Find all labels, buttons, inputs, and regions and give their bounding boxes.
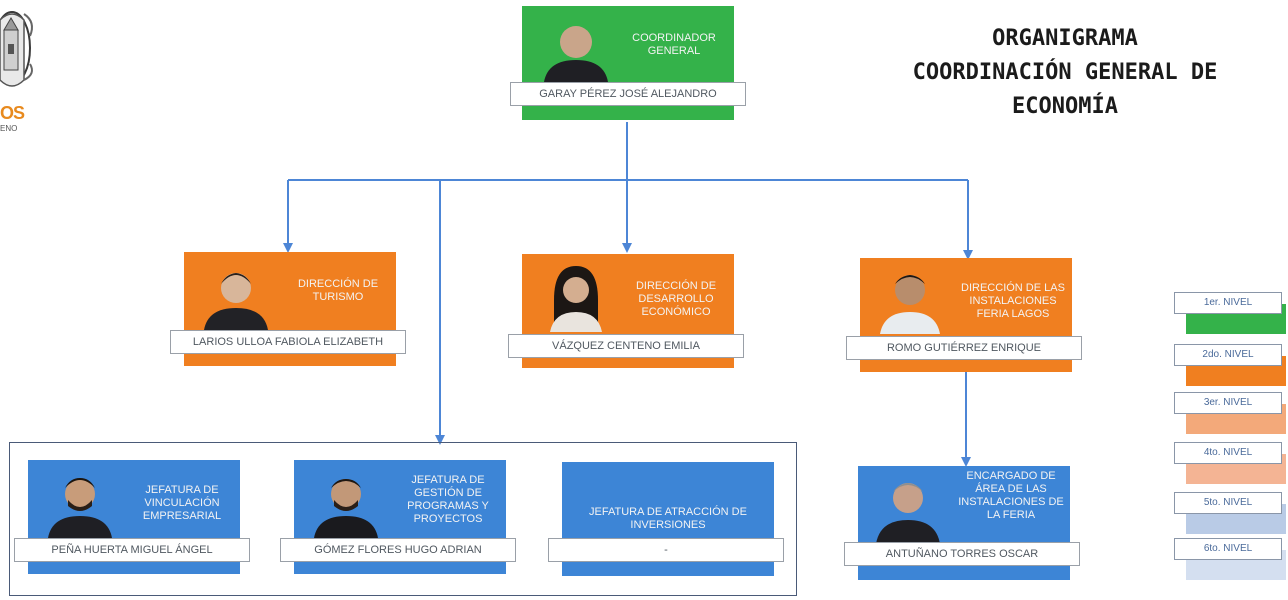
person-photo-icon bbox=[48, 478, 112, 538]
legend-item-level-6: 6to. NIVEL bbox=[1172, 538, 1286, 584]
node-name: GÓMEZ FLORES HUGO ADRIAN bbox=[280, 538, 516, 562]
node-jefatura-gestion[interactable]: JEFATURA DE GESTIÓN DE PROGRAMAS Y PROYE… bbox=[280, 460, 516, 574]
logo-text: OS bbox=[0, 103, 25, 123]
node-coordinador-general[interactable]: COORDINADOR GENERAL GARAY PÉREZ JOSÉ ALE… bbox=[510, 6, 746, 120]
legend-item-level-1: 1er. NIVEL bbox=[1172, 292, 1286, 338]
legend-label: 5to. NIVEL bbox=[1174, 492, 1282, 514]
node-role: COORDINADOR GENERAL bbox=[632, 32, 716, 57]
person-photo-icon bbox=[314, 479, 378, 538]
legend-item-level-4: 4to. NIVEL bbox=[1172, 442, 1286, 488]
node-name: - bbox=[548, 538, 784, 562]
node-role: ENCARGADO DE ÁREA DE LAS INSTALACIONES D… bbox=[958, 470, 1064, 521]
legend-label: 1er. NIVEL bbox=[1174, 292, 1282, 314]
person-photo-icon bbox=[876, 483, 940, 544]
node-direccion-turismo[interactable]: DIRECCIÓN DE TURISMO LARIOS ULLOA FABIOL… bbox=[170, 252, 406, 366]
node-direccion-instalaciones[interactable]: DIRECCIÓN DE LAS INSTALACIONES FERIA LAG… bbox=[846, 258, 1082, 372]
node-name: VÁZQUEZ CENTENO EMILIA bbox=[508, 334, 744, 358]
legend-item-level-5: 5to. NIVEL bbox=[1172, 492, 1286, 538]
person-photo-icon bbox=[544, 26, 608, 82]
node-name: ANTUÑANO TORRES OSCAR bbox=[844, 542, 1080, 566]
title-line-3: ECONOMÍA bbox=[1012, 94, 1118, 119]
node-name: GARAY PÉREZ JOSÉ ALEJANDRO bbox=[510, 82, 746, 106]
node-direccion-desarrollo-economico[interactable]: DIRECCIÓN DE DESARROLLO ECONÓMICO VÁZQUE… bbox=[508, 254, 744, 368]
node-role: JEFATURA DE ATRACCIÓN DE INVERSIONES bbox=[589, 506, 747, 531]
logo-subtext: ENO bbox=[0, 124, 18, 133]
node-encargado-area[interactable]: ENCARGADO DE ÁREA DE LAS INSTALACIONES D… bbox=[844, 466, 1080, 580]
node-role: DIRECCIÓN DE LAS INSTALACIONES FERIA LAG… bbox=[961, 282, 1065, 320]
legend-item-level-2: 2do. NIVEL bbox=[1172, 344, 1286, 390]
node-name: PEÑA HUERTA MIGUEL ÁNGEL bbox=[14, 538, 250, 562]
jefaturas-group-frame bbox=[9, 442, 797, 596]
node-role: DIRECCIÓN DE DESARROLLO ECONÓMICO bbox=[635, 280, 717, 318]
page-title: ORGANIGRAMA COORDINACIÓN GENERAL DE ECON… bbox=[850, 22, 1280, 124]
node-jefatura-atraccion[interactable]: JEFATURA DE ATRACCIÓN DE INVERSIONES - bbox=[548, 462, 784, 576]
legend-label: 3er. NIVEL bbox=[1174, 392, 1282, 414]
node-role: DIRECCIÓN DE TURISMO bbox=[297, 278, 379, 303]
legend-label: 4to. NIVEL bbox=[1174, 442, 1282, 464]
node-role: JEFATURA DE GESTIÓN DE PROGRAMAS Y PROYE… bbox=[407, 474, 489, 525]
person-photo-icon bbox=[880, 275, 940, 334]
legend-label: 6to. NIVEL bbox=[1174, 538, 1282, 560]
node-role: JEFATURA DE VINCULACIÓN EMPRESARIAL bbox=[142, 484, 222, 522]
person-photo-icon bbox=[550, 266, 602, 332]
node-jefatura-vinculacion[interactable]: JEFATURA DE VINCULACIÓN EMPRESARIAL PEÑA… bbox=[14, 460, 250, 574]
title-line-2: COORDINACIÓN GENERAL DE bbox=[912, 60, 1218, 85]
node-name: ROMO GUTIÉRREZ ENRIQUE bbox=[846, 336, 1082, 360]
node-name: LARIOS ULLOA FABIOLA ELIZABETH bbox=[170, 330, 406, 354]
legend-item-level-3: 3er. NIVEL bbox=[1172, 392, 1286, 438]
title-line-1: ORGANIGRAMA bbox=[992, 26, 1138, 51]
municipality-logo: OS ENO bbox=[0, 0, 46, 140]
person-photo-icon bbox=[204, 273, 268, 330]
legend-label: 2do. NIVEL bbox=[1174, 344, 1282, 366]
